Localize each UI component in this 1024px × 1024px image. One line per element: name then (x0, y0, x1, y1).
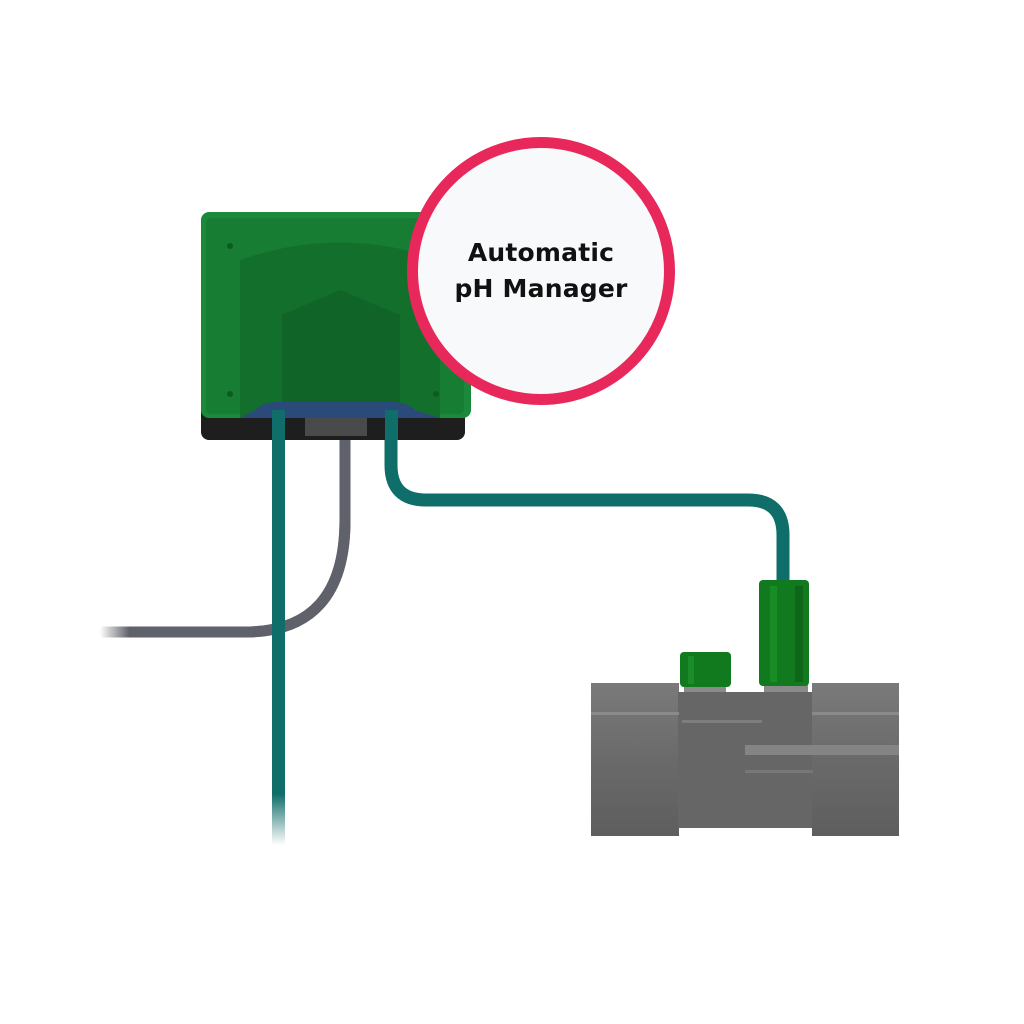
power-cable (100, 440, 351, 638)
callout-line-2: pH Manager (454, 274, 628, 303)
controller-unit (201, 212, 471, 440)
suction-tube (272, 420, 285, 845)
injection-connector (759, 580, 809, 692)
product-callout-badge: Automatic pH Manager (407, 137, 675, 405)
sensor-cap (680, 652, 731, 692)
discharge-tube (384, 420, 790, 585)
callout-line-1: Automatic (467, 238, 615, 267)
pipe-fitting (591, 683, 899, 836)
